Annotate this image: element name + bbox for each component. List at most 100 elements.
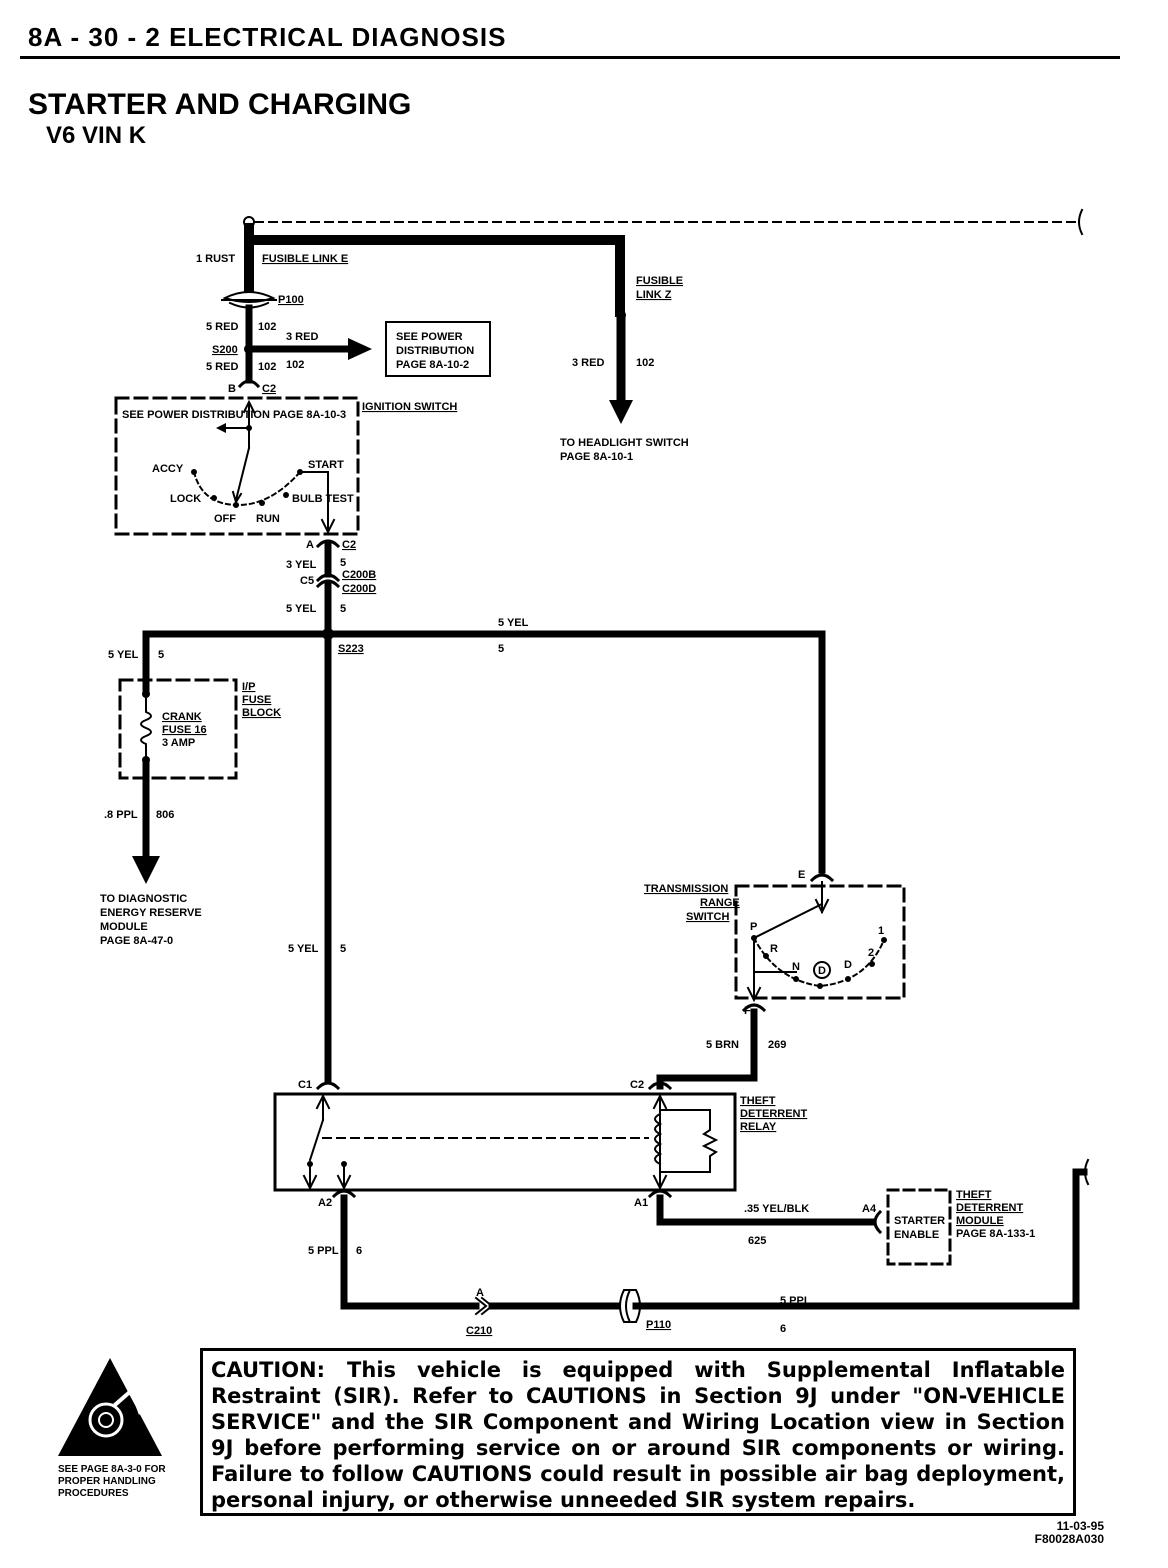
label-ignition-switch: IGNITION SWITCH	[362, 401, 457, 413]
label-102-a: 102	[258, 321, 276, 333]
label-gear-p: P	[750, 921, 757, 933]
label-6-b: 6	[780, 1323, 786, 1335]
arrow-headlight	[609, 400, 633, 424]
label-relay-c2: C2	[630, 1079, 644, 1091]
label-5-brn: 5 BRN	[706, 1039, 739, 1051]
label-pin-a4: A4	[862, 1203, 877, 1215]
label-5-mid: 5	[340, 943, 346, 955]
label-c200d: C200D	[342, 583, 376, 595]
page-subtitle: V6 VIN K	[46, 122, 147, 149]
label-c2-ign: C2	[342, 539, 356, 551]
label-gear-d-circle: D	[818, 965, 826, 977]
caution-box: CAUTION:This vehicle is equipped with Su…	[200, 1348, 1076, 1516]
c200-connector	[315, 579, 341, 589]
label-102-branch: 102	[286, 359, 304, 371]
starter-enable-box	[886, 1188, 952, 1266]
wire-rust-main	[244, 223, 625, 317]
crank-fuse-symbol	[140, 697, 152, 757]
trans-range-switch-box	[734, 884, 906, 1000]
label-5-yel-a: 5 YEL	[286, 603, 317, 615]
sir-handling-note: SEE PAGE 8A-3-0 FOR PROPER HANDLING PROC…	[58, 1464, 166, 1499]
relay-c1-connector	[315, 1081, 341, 1091]
label-relay-a1: A1	[634, 1197, 648, 1209]
label-c210: C210	[466, 1325, 492, 1337]
label-1-rust: 1 RUST	[196, 253, 235, 265]
label-5-ppl-a: 5 PPL	[308, 1245, 339, 1257]
arrow-derm	[132, 856, 160, 884]
page-header: 8A - 30 - 2 ELECTRICAL DIAGNOSIS	[28, 22, 507, 52]
label-c2-top: C2	[262, 383, 276, 395]
label-power-dist-3: SEE POWER DISTRIBUTION PAGE 8A-10-3	[122, 409, 346, 421]
label-625: 625	[748, 1235, 766, 1247]
wire-5-yel-left	[142, 630, 332, 694]
caution-text: This vehicle is equipped with Supplement…	[211, 1358, 1065, 1512]
label-s200: S200	[212, 344, 238, 356]
label-off: OFF	[214, 513, 236, 525]
label-p110: P110	[646, 1319, 671, 1331]
caution-label: CAUTION:	[211, 1358, 326, 1382]
label-run: RUN	[256, 513, 280, 525]
page-title: STARTER AND CHARGING	[28, 88, 412, 121]
power-dist-box-2	[385, 321, 491, 377]
wire-35-yel-blk	[656, 1194, 876, 1226]
label-8-ppl: .8 PPL	[104, 809, 138, 821]
relay-coil	[654, 1112, 663, 1166]
ip-fuse-block-box	[118, 678, 238, 780]
label-5-yel-left: 5 YEL	[108, 649, 139, 661]
label-pin-f: F	[744, 1005, 751, 1017]
wire-5-ppl-a	[340, 1194, 480, 1310]
wire-5-yel-right	[324, 630, 826, 874]
relay-c2-connector	[647, 1081, 673, 1091]
label-gear-r: R	[770, 943, 778, 955]
wire-5-ppl-b	[632, 1168, 1088, 1310]
label-806: 806	[156, 809, 174, 821]
label-5-red-b: 5 RED	[206, 361, 238, 373]
c2-connector-top	[237, 379, 261, 389]
label-c200b: C200B	[342, 569, 376, 581]
label-fusible-link-e: FUSIBLE LINK E	[262, 253, 348, 265]
label-102-b: 102	[258, 361, 276, 373]
label-5-right: 5	[498, 643, 504, 655]
label-pin-b: B	[228, 383, 236, 395]
label-5-a: 5	[340, 557, 346, 569]
label-5-left: 5	[158, 649, 164, 661]
label-start: START	[308, 459, 344, 471]
sir-warning-icon	[58, 1358, 162, 1456]
label-3-red-headlight: 3 RED	[572, 357, 604, 369]
label-102-headlight: 102	[636, 357, 654, 369]
label-relay-a2: A2	[318, 1197, 332, 1209]
label-c5: C5	[300, 575, 314, 587]
ignition-switch-box	[114, 396, 360, 536]
label-gear-d: D	[844, 959, 852, 971]
label-s223: S223	[338, 643, 364, 655]
label-lock: LOCK	[170, 493, 201, 505]
wire-break-top	[1078, 208, 1084, 236]
theft-relay-box	[273, 1092, 737, 1192]
label-5-b: 5	[340, 603, 346, 615]
label-35-yel-blk: .35 YEL/BLK	[744, 1203, 809, 1215]
label-pin-e: E	[798, 869, 805, 881]
label-gear-n: N	[792, 961, 800, 973]
label-269: 269	[768, 1039, 786, 1051]
wire-break-bottom	[1084, 1158, 1090, 1186]
label-5-red-a: 5 RED	[206, 321, 238, 333]
label-p100: P100	[278, 294, 304, 306]
label-5-ppl-b: 5 PPL	[780, 1295, 811, 1307]
footer: 11-03-95 F80028A030	[1035, 1520, 1104, 1546]
label-relay-c1: C1	[298, 1079, 312, 1091]
label-pin-a: A	[306, 539, 314, 551]
label-c210-pin: A	[476, 1287, 484, 1299]
c2-connector-ign	[315, 539, 341, 549]
label-gear-1: 1	[878, 925, 884, 937]
label-5-yel-right: 5 YEL	[498, 617, 529, 629]
